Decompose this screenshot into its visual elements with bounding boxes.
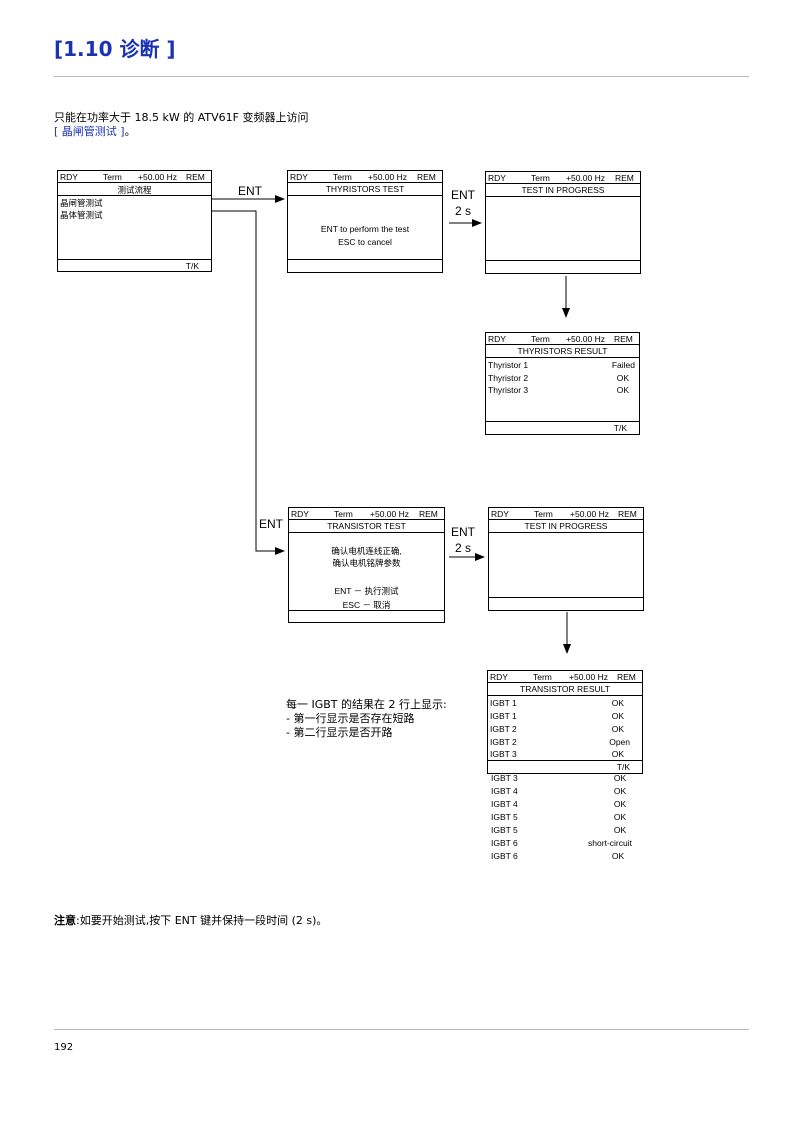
screen-test-menu: RDY Term +50.00 Hz REM 测试流程 晶闸管测试 晶体管测试 …	[57, 170, 212, 272]
bottom-note: 注意:如要开始测试,按下 ENT 键并保持一段时间 (2 s)。	[54, 912, 327, 928]
screen-transistor-result: RDY Term +50.00 Hz REM TRANSISTOR RESULT…	[487, 670, 643, 774]
status-bar: RDY Term +50.00 Hz REM	[488, 333, 633, 344]
footer-tk: T/K	[613, 422, 627, 433]
instruction-check-nameplate: 确认电机铭牌参数	[332, 558, 401, 568]
menu-item-transistor-test[interactable]: 晶体管测试	[60, 210, 103, 220]
instruction-esc: ESC to cancel	[338, 237, 392, 247]
ent-2s-label: ENT 2 s	[451, 525, 475, 555]
intro-suffix: 。	[124, 125, 136, 138]
bottom-divider	[54, 1029, 749, 1030]
connector-menu-transistor	[211, 210, 285, 555]
status-bar: RDY Term +50.00 Hz REM	[290, 171, 436, 182]
screen-title: THYRISTORS RESULT	[517, 345, 608, 356]
screen-thyristors-result: RDY Term +50.00 Hz REM THYRISTORS RESULT…	[485, 332, 640, 435]
ent-label: ENT	[259, 517, 283, 531]
screen-title: TRANSISTOR TEST	[327, 520, 406, 531]
footer-tk: T/K	[616, 761, 630, 772]
ent-label: ENT	[238, 184, 262, 198]
instruction-ent: ENT to perform the test	[320, 224, 410, 234]
instruction-esc: ESC － 取消	[342, 600, 391, 610]
intro-text: 只能在功率大于 18.5 kW 的 ATV61F 变频器上访问	[54, 111, 309, 124]
screen-title: THYRISTORS TEST	[325, 183, 405, 194]
page-number: 192	[54, 1042, 74, 1053]
screen-test-in-progress: RDY Term +50.00 Hz REM TEST IN PROGRESS	[485, 171, 641, 274]
status-bar: RDY Term +50.00 Hz REM	[490, 671, 636, 682]
status-bar: RDY Term +50.00 Hz REM	[488, 172, 634, 183]
status-control: REM	[186, 171, 205, 182]
status-bar: RDY Term +50.00 Hz REM	[58, 171, 211, 182]
screen-title: 测试流程	[117, 184, 152, 195]
screen-title: TRANSISTOR RESULT	[520, 683, 610, 694]
status-bar: RDY Term +50.00 Hz REM	[291, 508, 438, 519]
intro-link-line: [ 晶闸管测试 ]。	[54, 123, 136, 139]
top-divider	[54, 76, 749, 77]
page-title: [1.10 诊断 ]	[54, 37, 176, 61]
status-bar: RDY Term +50.00 Hz REM	[491, 508, 637, 519]
thyristor-test-link[interactable]: [ 晶闸管测试 ]	[54, 125, 125, 138]
note-label: 注意	[54, 914, 76, 927]
instruction-ent: ENT － 执行测试	[334, 586, 399, 596]
screen-test-in-progress: RDY Term +50.00 Hz REM TEST IN PROGRESS	[488, 507, 644, 611]
screen-title: TEST IN PROGRESS	[524, 520, 608, 531]
note-text: :如要开始测试,按下 ENT 键并保持一段时间 (2 s)。	[76, 914, 328, 927]
screen-title: TEST IN PROGRESS	[521, 184, 605, 195]
screen-thyristors-test: RDY Term +50.00 Hz REM THYRISTORS TEST E…	[287, 170, 443, 273]
footer-tk: T/K	[185, 260, 199, 271]
instruction-check-wiring: 确认电机连线正确,	[331, 546, 402, 556]
status-mode: Term	[103, 171, 122, 182]
status-state: RDY	[60, 171, 78, 182]
status-frequency: +50.00 Hz	[138, 171, 177, 182]
igbt-result-note: 每一 IGBT 的结果在 2 行上显示: - 第一行显示是否存在短路 - 第二行…	[286, 698, 447, 739]
ent-2s-label: ENT 2 s	[451, 188, 475, 218]
screen-transistor-test: RDY Term +50.00 Hz REM TRANSISTOR TEST 确…	[288, 507, 445, 623]
menu-item-thyristor-test[interactable]: 晶闸管测试	[60, 198, 103, 208]
